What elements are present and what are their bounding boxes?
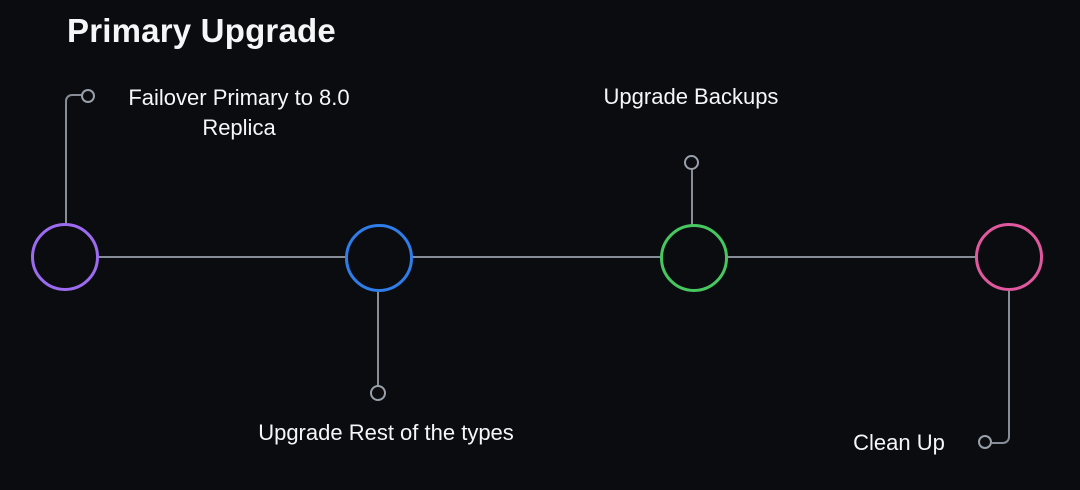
connector-endpoint-clean-up-circle xyxy=(978,435,992,449)
node-upgrade-rest[interactable] xyxy=(345,224,413,292)
connector-endpoint-failover-circle xyxy=(81,89,95,103)
timeline-trunk-line xyxy=(65,256,1009,258)
label-upgrade-backups: Upgrade Backups xyxy=(603,84,779,109)
label-failover-primary: Failover Primary to 8.0 Replica xyxy=(128,85,350,140)
connector-upgrade-backups-line xyxy=(691,168,693,226)
node-upgrade-backups[interactable] xyxy=(660,224,728,292)
diagram-title: Primary Upgrade xyxy=(67,12,336,49)
label-upgrade-rest: Upgrade Rest of the types xyxy=(258,420,514,445)
label-clean-up: Clean Up xyxy=(853,430,945,455)
node-clean-up[interactable] xyxy=(975,223,1043,291)
connector-failover-elbow xyxy=(65,94,83,227)
connector-upgrade-rest-line xyxy=(377,291,379,387)
connector-endpoint-upgrade-rest-circle xyxy=(370,385,386,401)
connector-clean-up-elbow xyxy=(992,291,1010,444)
node-failover-primary[interactable] xyxy=(31,223,99,291)
connector-endpoint-upgrade-backups-circle xyxy=(684,155,699,170)
